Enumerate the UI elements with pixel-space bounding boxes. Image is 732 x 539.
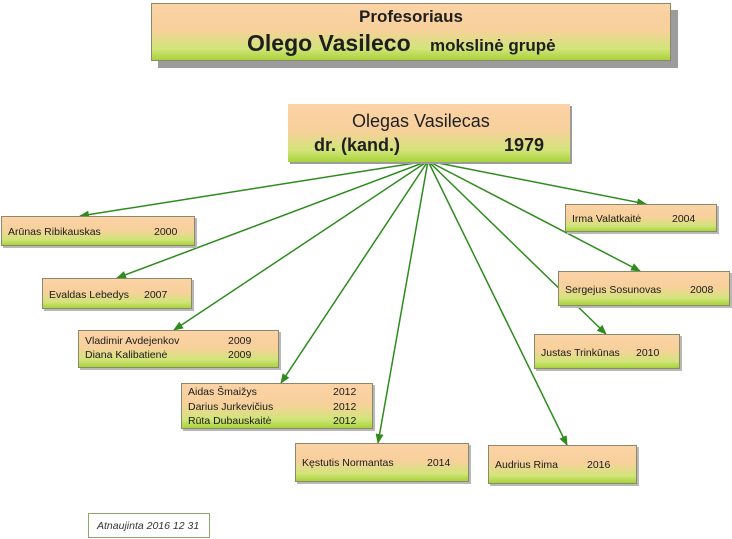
header-subtitle: mokslinė grupė [430, 36, 556, 55]
member-node-lebedys: Evaldas Lebedys 2007 [42, 278, 192, 309]
member-name: Vladimir Avdejenkov [85, 335, 180, 347]
connector-sosunovas [427, 160, 641, 272]
member-name: Kęstutis Normantas [302, 457, 394, 469]
root-node: Olegas Vasilecas dr. (kand.) 1979 [288, 104, 570, 162]
member-year: 2012 [333, 401, 357, 413]
member-year: 2012 [333, 386, 357, 398]
connector-ribikauskas [79, 160, 429, 219]
member-year: 2000 [154, 226, 178, 238]
header-name: Olego Vasileco [247, 30, 411, 56]
member-node-avdejenkov: Vladimir Avdejenkov 2009 Diana Kalibatie… [78, 330, 279, 368]
member-year: 2008 [690, 284, 714, 296]
member-node-valatkaite: Irma Valatkaitė 2004 [565, 204, 717, 232]
member-name: Arūnas Ribikauskas [8, 226, 101, 238]
member-node-trinkunas: Justas Trinkūnas 2010 [534, 334, 680, 369]
member-year: 2004 [672, 213, 696, 225]
member-name: Audrius Rima [495, 459, 559, 471]
root-degree: dr. (kand.) [314, 135, 401, 155]
member-node-sosunovas: Sergejus Sosunovas 2008 [558, 271, 730, 306]
member-year: 2016 [587, 459, 611, 471]
header-line1: Profesoriaus [359, 7, 463, 26]
member-node-ribikauskas: Arūnas Ribikauskas 2000 [1, 216, 195, 246]
connector-normantas [375, 160, 429, 444]
member-year: 2007 [144, 289, 168, 301]
connector-smaizys [280, 160, 429, 384]
member-name: Justas Trinkūnas [541, 347, 620, 359]
member-node-rima: Audrius Rima 2016 [488, 445, 637, 484]
member-node-smaizys: Aidas Šmaižys 2012 Darius Jurkevičius 20… [181, 383, 373, 429]
member-year: 2009 [228, 335, 252, 347]
member-name: Sergejus Sosunovas [565, 284, 662, 296]
member-node-normantas: Kęstutis Normantas 2014 [295, 443, 469, 482]
member-name: Rūta Dubauskaitė [188, 415, 272, 427]
member-year: 2014 [427, 457, 451, 469]
member-name: Aidas Šmaižys [188, 386, 257, 398]
member-name: Darius Jurkevičius [188, 401, 274, 413]
connector-trinkunas [427, 160, 607, 335]
root-name: Olegas Vasilecas [352, 111, 490, 131]
member-name: Diana Kalibatienė [85, 349, 168, 361]
member-year: 2012 [333, 415, 357, 427]
connector-rima [427, 160, 568, 446]
connector-avdejenkov [173, 160, 429, 331]
member-name: Irma Valatkaitė [572, 213, 642, 225]
member-year: 2009 [228, 349, 252, 361]
root-year: 1979 [504, 135, 545, 155]
connector-lebedys [116, 160, 429, 279]
header-box: Profesoriaus Olego Vasileco mokslinė gru… [151, 3, 671, 61]
member-year: 2010 [636, 347, 660, 359]
member-name: Evaldas Lebedys [49, 289, 129, 301]
connector-valatkaite [427, 160, 647, 207]
updated-note: Atnaujinta 2016 12 31 [88, 513, 210, 538]
